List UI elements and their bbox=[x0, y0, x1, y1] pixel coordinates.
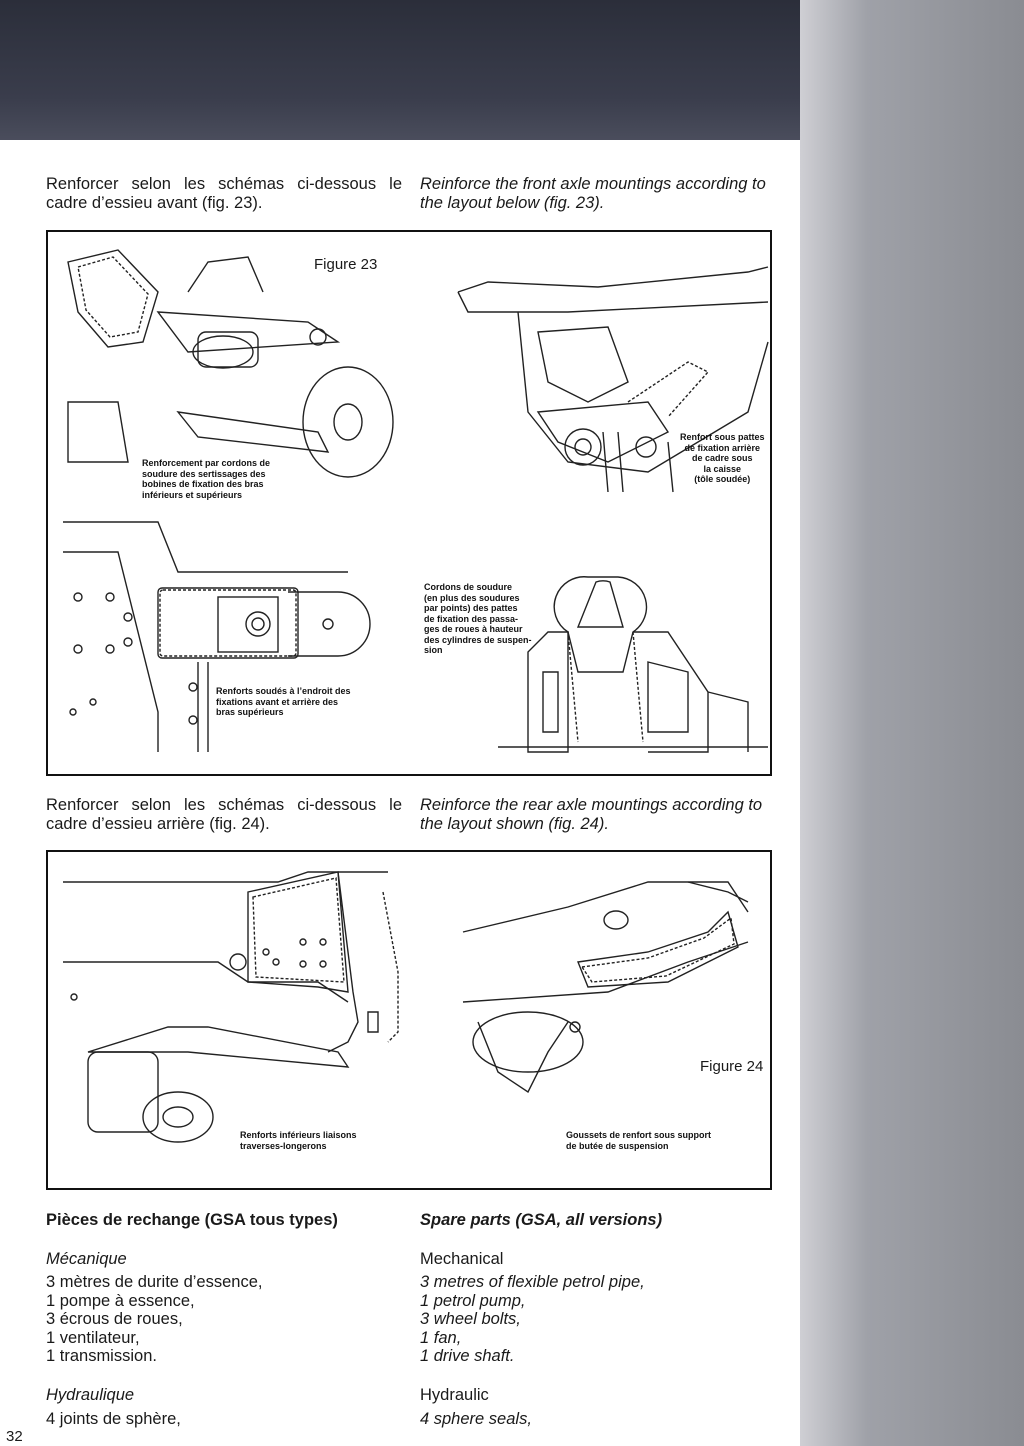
figure-24-caption-right: Goussets de renfort sous support de buté… bbox=[566, 1130, 712, 1151]
figure-23-caption-bottom-right: Cordons de soudure (en plus des soudures… bbox=[424, 582, 532, 655]
figure-24-caption-left: Renforts inférieurs liaisons traverses-l… bbox=[240, 1130, 357, 1151]
figure-23-label: Figure 23 bbox=[314, 256, 378, 273]
mechanical-list-en: 3 metres of flexible petrol pipe, 1 petr… bbox=[420, 1273, 645, 1365]
figure-23-caption-top-left: Renforcement par cordons de soudure des … bbox=[142, 458, 271, 500]
mechanical-title-fr: Mécanique bbox=[46, 1250, 127, 1268]
mechanical-title-en: Mechanical bbox=[420, 1250, 504, 1268]
figure-24-label: Figure 24 bbox=[700, 1058, 764, 1075]
figure-23-box: Figure 23 Renforcement par cordons de so… bbox=[46, 230, 772, 776]
hydraulic-title-en: Hydraulic bbox=[420, 1386, 489, 1404]
mechanical-list-fr: 3 mètres de durite d’essence, 1 pompe à … bbox=[46, 1273, 263, 1365]
intro-rear-en-line2: the layout shown (fig. 24). bbox=[420, 815, 609, 833]
figure-23-caption-top-right: Renfort sous pattes de fixation arrière … bbox=[680, 432, 765, 484]
intro-front-en-line2: the layout below (fig. 23). bbox=[420, 194, 605, 212]
intro-front-fr: Renforcer selon les schémas ci-dessous l… bbox=[46, 175, 402, 212]
intro-front-en-line1: Reinforce the front axle mountings accor… bbox=[420, 175, 766, 193]
spare-parts-heading-fr: Pièces de rechange (GSA tous types) bbox=[46, 1211, 338, 1229]
hydraulic-list-fr: 4 joints de sphère, bbox=[46, 1410, 181, 1428]
page-number: 32 bbox=[6, 1428, 23, 1445]
hydraulic-title-fr: Hydraulique bbox=[46, 1386, 135, 1404]
figure-24-drawings bbox=[63, 871, 749, 1143]
intro-rear-fr: Renforcer selon les schémas ci-dessous l… bbox=[46, 796, 402, 833]
hydraulic-list-en: 4 sphere seals, bbox=[420, 1410, 532, 1428]
figure-23-caption-bottom-left: Renforts soudés à l’endroit des fixation… bbox=[216, 686, 351, 717]
scan-background-right bbox=[800, 0, 1024, 1446]
spare-parts-heading-en: Spare parts (GSA, all versions) bbox=[420, 1211, 663, 1229]
intro-rear-en-line1: Reinforce the rear axle mountings accord… bbox=[420, 796, 763, 814]
figure-24-box: Figure 24 Renforts inférieurs liaisons t… bbox=[46, 850, 772, 1190]
figure-23-drawings bbox=[63, 249, 769, 753]
